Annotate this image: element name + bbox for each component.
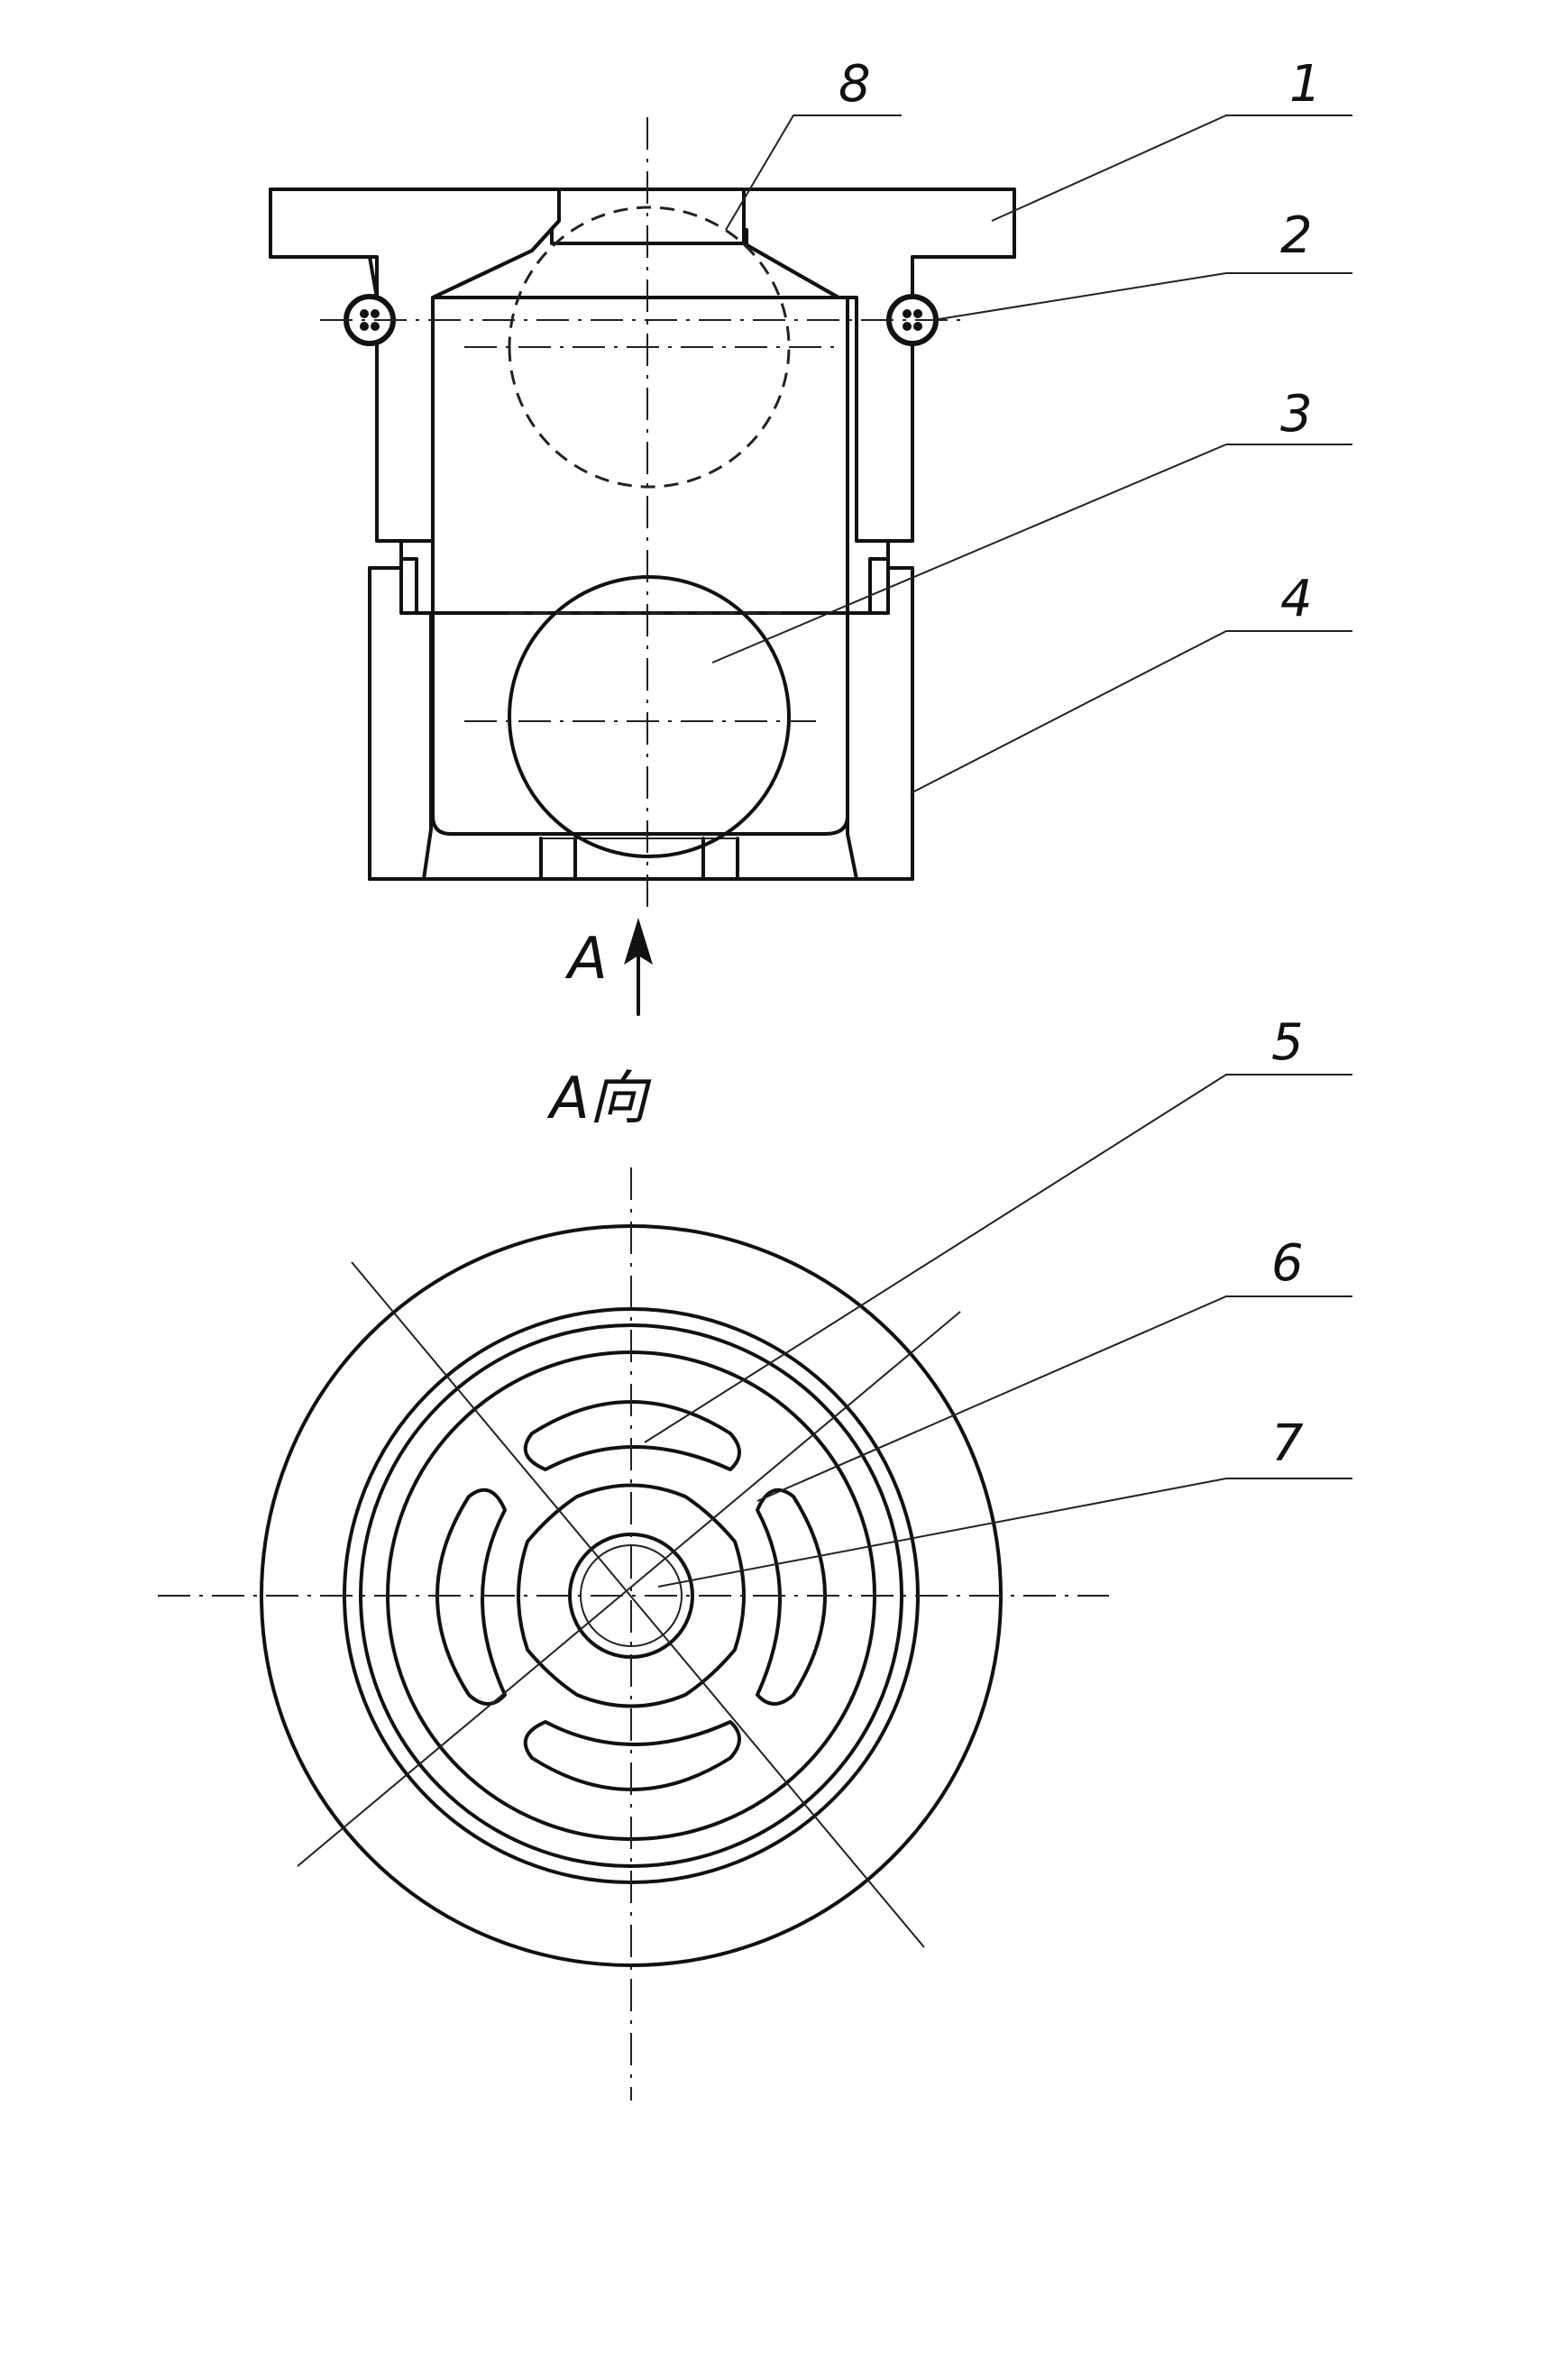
label-7: 7	[1271, 1414, 1304, 1473]
seat-ring	[550, 228, 748, 245]
leader-8	[725, 114, 902, 231]
label-5: 5	[1271, 1013, 1304, 1072]
slot-left	[435, 1488, 507, 1706]
body-outline	[269, 188, 1016, 881]
ball-3	[508, 575, 791, 858]
slot-bottom	[523, 1720, 741, 1791]
o-ring-left	[344, 294, 396, 346]
right-shim	[868, 557, 890, 615]
leader-3	[711, 444, 1352, 664]
view-arrow	[624, 918, 653, 1016]
label-3: 3	[1280, 385, 1313, 444]
diagonal-2	[297, 1311, 961, 1867]
label-1: 1	[1289, 55, 1322, 114]
view-a-leaders: 5 6 7	[644, 1013, 1352, 1588]
body-right-wall	[742, 188, 1016, 543]
leader-1	[991, 114, 1352, 222]
section-leaders: 8 1 2 3 4	[711, 55, 1352, 794]
inner-bore	[431, 188, 849, 836]
diagonal-1	[351, 1261, 925, 1948]
leader-4	[910, 630, 1352, 794]
sleeve-left-wall	[368, 566, 433, 881]
body-inner-circle	[359, 1323, 903, 1868]
inner-ring-outer	[517, 1483, 746, 1708]
section-view: A	[269, 117, 1016, 1016]
left-shim	[399, 557, 418, 615]
slot-top	[523, 1400, 741, 1471]
bottom-outlet	[539, 837, 739, 881]
arrow-label: A	[564, 926, 608, 993]
ball-upper-position	[508, 206, 791, 489]
leader-2	[932, 272, 1352, 321]
view-a-title: A向	[546, 1066, 652, 1132]
leader-6	[756, 1295, 1352, 1502]
view-a	[158, 1167, 1109, 2101]
label-6: 6	[1271, 1234, 1304, 1293]
label-2: 2	[1280, 206, 1313, 265]
body-left-wall	[269, 188, 561, 543]
label-8: 8	[839, 55, 871, 114]
label-4: 4	[1280, 570, 1313, 628]
leader-5	[644, 1074, 1352, 1443]
leader-7	[657, 1478, 1352, 1588]
slot-right	[756, 1488, 827, 1706]
